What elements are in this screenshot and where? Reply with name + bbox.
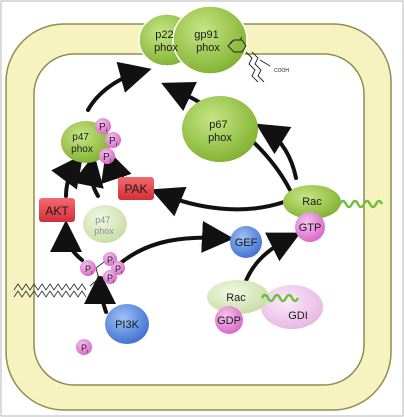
membrane-complex: p22 phox gp91 phox COOH xyxy=(138,5,289,83)
lipid-anchor-icon xyxy=(227,36,271,83)
phosphate-sub: i xyxy=(110,158,111,164)
arrow-p47-activation xyxy=(72,154,104,198)
gtp-label: GTP xyxy=(299,222,322,234)
arrow-p47-to-complex xyxy=(86,61,152,112)
gtp-node xyxy=(295,212,325,242)
phosphate-sub: i xyxy=(106,128,107,134)
phosphate-label: P xyxy=(115,264,121,274)
p22phox-label: p22 phox xyxy=(154,29,178,54)
geranylgeranyl-anchor-icon xyxy=(260,293,300,303)
akt-node xyxy=(39,198,75,222)
lipid-tail-icon xyxy=(13,290,87,298)
rac-active-node xyxy=(283,185,341,219)
gp91phox-label: gp91 phox xyxy=(194,29,222,54)
phosphate-icon xyxy=(99,148,115,164)
rac-inactive-label: Rac xyxy=(226,292,246,304)
phosphate-label: P xyxy=(99,122,106,133)
phosphate-sub: i xyxy=(113,261,114,267)
rac-active-label: Rac xyxy=(302,196,322,208)
akt-label: AKT xyxy=(45,204,69,218)
phosphate-label: P xyxy=(107,273,113,283)
arrow-pip3-to-gef xyxy=(120,220,234,264)
cooh-label: COOH xyxy=(274,68,289,74)
geranylgeranyl-anchor-icon xyxy=(338,199,384,209)
gdp-node xyxy=(215,306,243,334)
phosphate-icon xyxy=(111,261,125,275)
pip3-group: P i P i P i P i xyxy=(13,252,125,298)
p47-phosphates: P i P i P i xyxy=(95,118,121,164)
gdi-node xyxy=(261,285,323,329)
p47phox-inactive-node xyxy=(83,205,127,243)
arrow-akt-to-p47 xyxy=(51,154,84,198)
phosphate-sub: i xyxy=(116,142,117,148)
gp91phox-node xyxy=(172,5,248,75)
phosphate-icon xyxy=(80,260,96,276)
gef-node xyxy=(230,226,262,258)
pi3k-label: PI3K xyxy=(115,319,140,331)
arrow-pi3k-to-pip3 xyxy=(84,272,117,314)
arrow-rac-to-p67 xyxy=(255,123,298,180)
phosphate-icon xyxy=(103,252,117,266)
gdi-label: GDI xyxy=(288,310,308,322)
free-phosphate-icon xyxy=(76,339,92,355)
gdp-label: GDP xyxy=(217,315,241,327)
phosphate-label: P xyxy=(109,136,116,147)
phosphate-label: P xyxy=(103,152,110,163)
phosphate-icon xyxy=(103,270,117,284)
p47phox-active-label: p47 phox xyxy=(71,132,93,155)
phosphate-icon xyxy=(95,118,111,134)
arrow-rac-gdp-to-gtp xyxy=(242,232,301,288)
pi3k-node xyxy=(105,304,149,344)
rac-inactive-node xyxy=(207,280,269,314)
lipid-tail-icon xyxy=(13,283,87,291)
p67phox-node xyxy=(182,96,258,162)
arrow-rac-to-pak xyxy=(150,186,286,217)
p47phox-inactive-label: p47 phox xyxy=(94,215,114,236)
p67phox-label: p67 phox xyxy=(208,119,232,144)
pak-label: PAK xyxy=(124,182,147,196)
phosphate-icon xyxy=(105,132,121,148)
gef-label: GEF xyxy=(235,237,258,249)
phosphate-sub: i xyxy=(121,270,122,276)
arrow-pip3-to-akt xyxy=(50,220,84,262)
phosphate-label: P xyxy=(81,343,87,353)
phosphate-sub: i xyxy=(113,279,114,285)
phosphate-label: P xyxy=(107,255,113,265)
pak-node xyxy=(118,177,154,200)
phosphate-label: P xyxy=(85,264,91,274)
phosphate-sub: i xyxy=(87,349,88,355)
phosphate-sub: i xyxy=(91,270,92,276)
